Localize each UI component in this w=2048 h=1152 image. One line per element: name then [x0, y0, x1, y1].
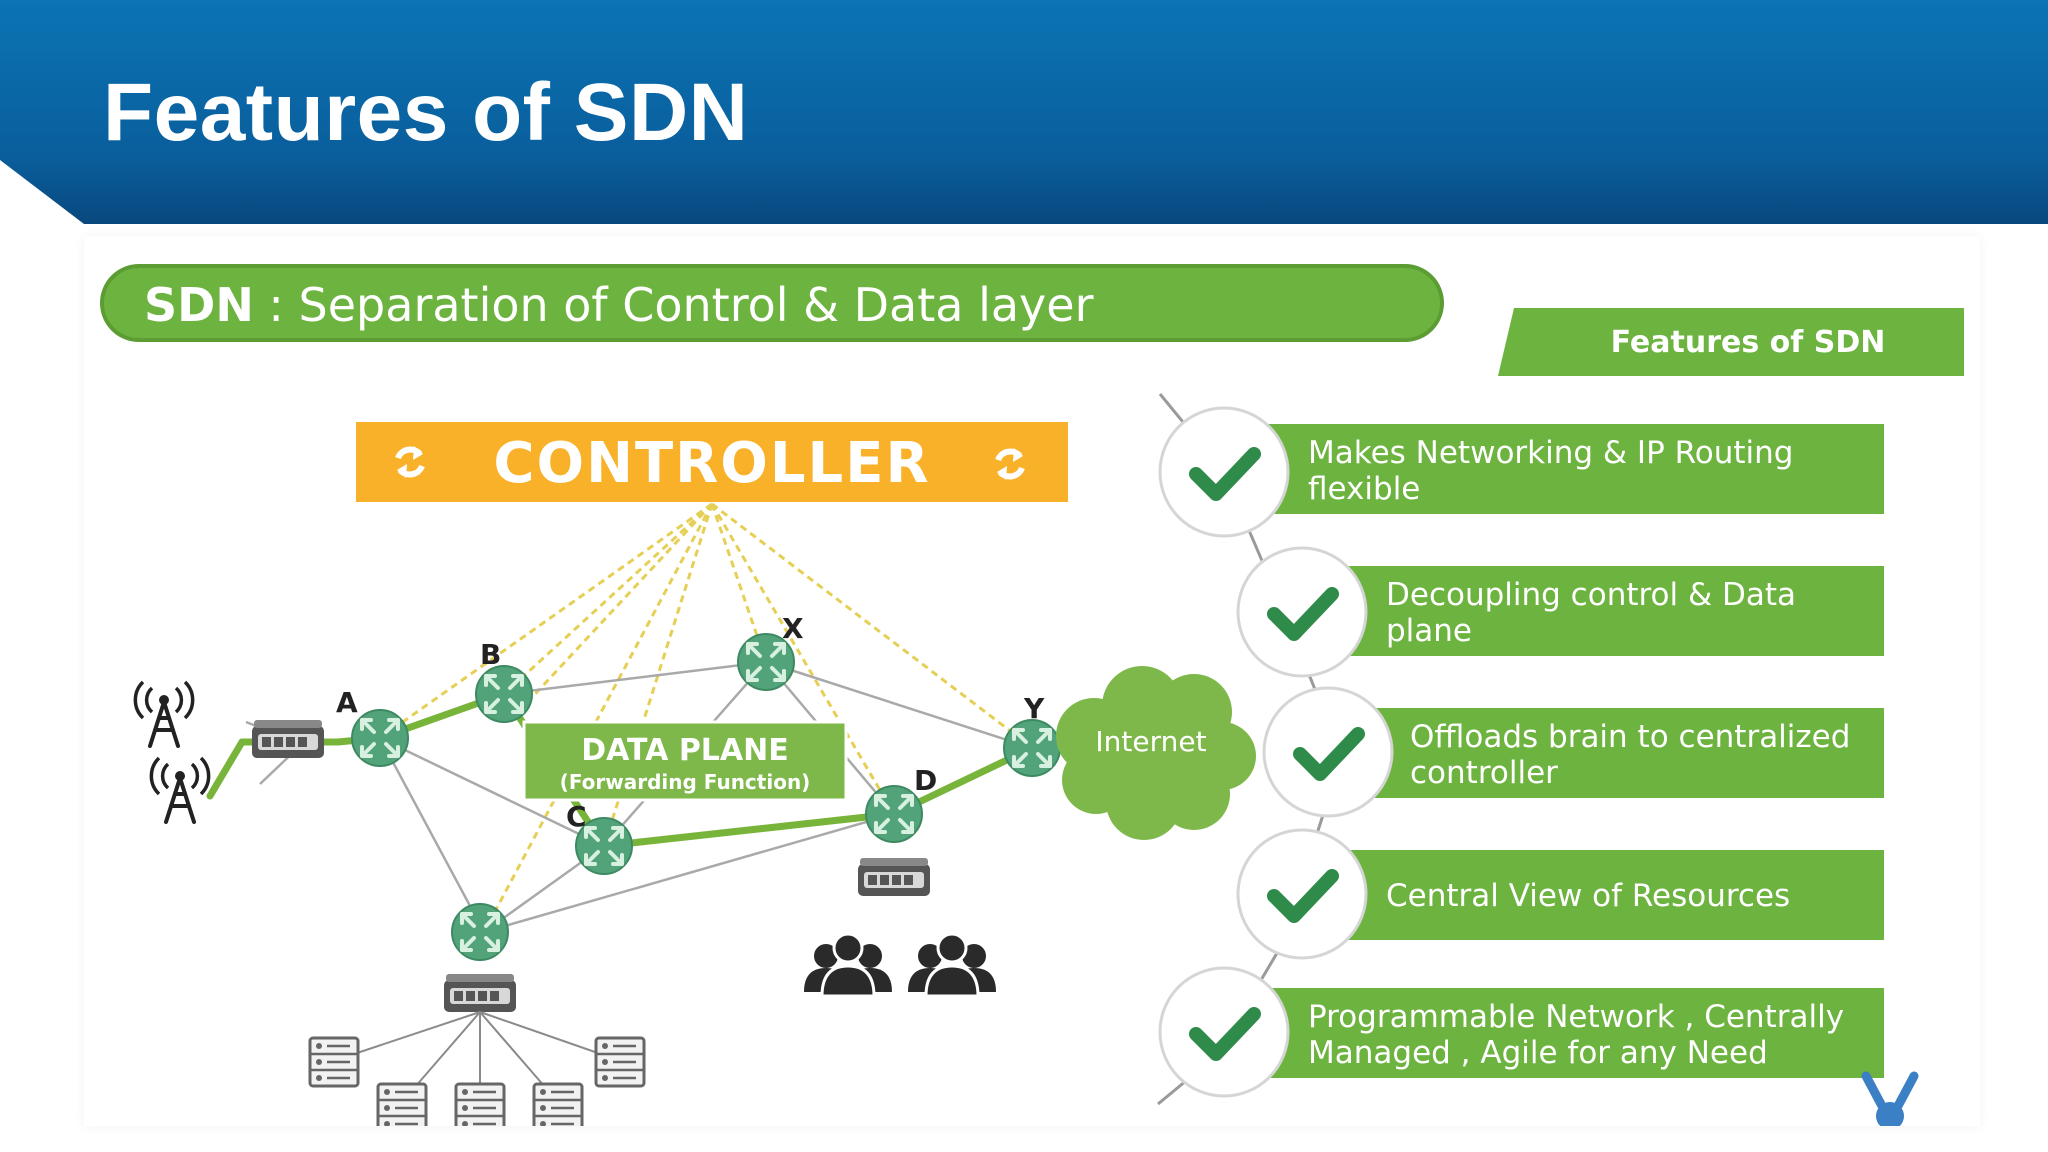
- feature-item-4: Central View of Resources: [1340, 850, 1884, 940]
- slide-title: Features of SDN: [103, 67, 749, 158]
- header-background: [0, 0, 2048, 224]
- data-plane-title: DATA PLANE: [581, 733, 789, 768]
- users-group-icon: [906, 932, 998, 998]
- router-icon: [350, 708, 410, 768]
- internet-label: Internet: [1095, 725, 1206, 758]
- svg-text:Managed , Agile for any Need: Managed , Agile for any Need: [1308, 1035, 1768, 1071]
- router-icon: [474, 664, 534, 724]
- node-label-x: X: [782, 612, 804, 645]
- refresh-icon-right: [995, 448, 1025, 480]
- users-group-icon: [802, 932, 894, 998]
- svg-text:flexible: flexible: [1308, 471, 1420, 507]
- check-circle-icon: [1236, 546, 1368, 678]
- server-icon: [532, 1082, 584, 1126]
- svg-text:Programmable Network , Central: Programmable Network , Centrally: [1308, 999, 1844, 1035]
- sdn-title-banner: SDN : Separation of Control & Data layer: [100, 264, 1444, 342]
- network-switch-icon: [252, 720, 324, 758]
- svg-text:controller: controller: [1410, 755, 1558, 791]
- server-icon: [376, 1082, 428, 1126]
- internet-cloud: Internet: [1056, 666, 1256, 840]
- diagram-panel: SDN : Separation of Control & Data layer…: [84, 236, 1980, 1126]
- node-label-d: D: [914, 764, 937, 797]
- svg-text:Makes Networking & IP Routing: Makes Networking & IP Routing: [1308, 435, 1793, 471]
- server-icon: [308, 1036, 360, 1088]
- features-heading-box: Features of SDN: [1498, 308, 1964, 376]
- node-label-y: Y: [1023, 692, 1045, 725]
- controller-label: CONTROLLER: [493, 431, 930, 496]
- network-switch-icon: [444, 974, 516, 1012]
- banner-text: : Separation of Control & Data layer: [254, 278, 1094, 332]
- ribbon-icon: [1861, 1071, 1919, 1126]
- feature-item-1: Makes Networking & IP Routing flexible: [1264, 424, 1884, 514]
- server-icon: [454, 1082, 506, 1126]
- svg-text:Central View of Resources: Central View of Resources: [1386, 878, 1790, 914]
- refresh-icon-left: [395, 446, 425, 478]
- svg-text:Decoupling control & Data: Decoupling control & Data: [1386, 577, 1796, 613]
- node-label-b: B: [480, 638, 501, 671]
- check-circle-icon: [1262, 686, 1394, 818]
- node-label-c: C: [566, 800, 587, 833]
- feature-item-2: Decoupling control & Data plane: [1340, 566, 1884, 656]
- check-circle-icon: [1236, 828, 1368, 960]
- data-plane-box: DATA PLANE (Forwarding Function): [522, 720, 848, 802]
- node-label-a: A: [336, 686, 358, 719]
- banner-prefix: SDN: [144, 278, 254, 332]
- router-icon: [1002, 718, 1062, 778]
- cell-tower-icon: [133, 680, 195, 748]
- svg-text:SDN : Separation of Control &: SDN : Separation of Control & Data layer: [144, 278, 1094, 332]
- control-links: [379, 502, 1031, 933]
- controller-box: CONTROLLER: [356, 422, 1068, 502]
- feature-item-3: Offloads brain to centralized controller: [1364, 708, 1884, 798]
- data-plane-subtitle: (Forwarding Function): [560, 770, 811, 794]
- network-switch-icon: [858, 858, 930, 896]
- check-circle-icon: [1158, 966, 1290, 1098]
- slide-header: Features of SDN: [0, 0, 2048, 228]
- svg-text:Offloads brain to centralized: Offloads brain to centralized: [1410, 719, 1850, 755]
- cell-tower-icon: [149, 756, 211, 824]
- check-circle-icon: [1158, 406, 1290, 538]
- svg-text:plane: plane: [1386, 613, 1472, 649]
- server-icon: [594, 1036, 646, 1088]
- sdn-diagram: SDN : Separation of Control & Data layer…: [100, 264, 1964, 1126]
- feature-item-5: Programmable Network , Centrally Managed…: [1264, 988, 1884, 1078]
- router-icon: [450, 902, 510, 962]
- features-heading: Features of SDN: [1611, 325, 1886, 360]
